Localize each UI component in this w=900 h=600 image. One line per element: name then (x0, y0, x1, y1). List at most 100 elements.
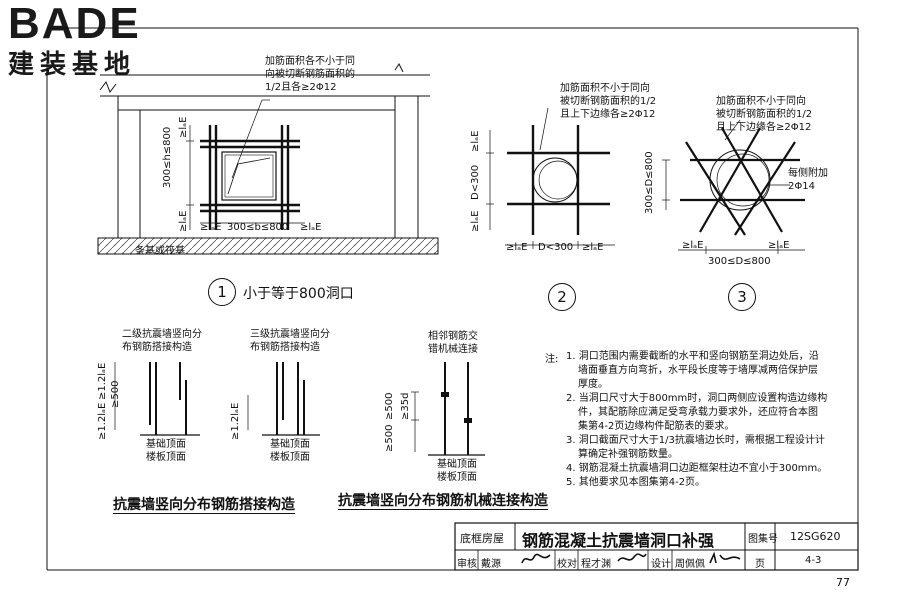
figure2-callout: 加筋面积不小于同向 被切断钢筋面积的1/2 且上下边缘各≥2Φ12 (560, 82, 656, 121)
splice-grade2-drawing (114, 362, 200, 436)
splice-grade3-drawing (247, 362, 320, 436)
signature-icon (617, 553, 647, 562)
figure3-side-note-line: 每侧附加 (788, 168, 828, 179)
mech-title: 相邻钢筋交 错机械连接 (428, 330, 478, 356)
page-label: 页 (755, 559, 765, 570)
notes-block: 1. 洞口范围内需要截断的水平和竖向钢筋至洞边处后，沿 墙面垂直方向弯折，水平段… (566, 350, 851, 490)
note-line: 厚度。 (578, 379, 608, 390)
figure2-lae-bottom: ≥lₐE (470, 210, 481, 232)
signature-icon (521, 553, 551, 564)
note-line: 1. 洞口范围内需要截断的水平和竖向钢筋至洞边处后，沿 (566, 351, 819, 362)
grade3-title-line: 布钢筋搭接构造 (250, 342, 320, 353)
atlas-number: 12SG620 (790, 530, 841, 543)
figure1-dim-h: 300≤h≤800 (162, 126, 173, 188)
figure3-callout-line: 加筋面积不小于同向 (716, 96, 806, 107)
splice-mech-drawing (411, 362, 485, 456)
note-line: 2. 当洞口尺寸大于800mm时，洞口两侧应设置构造边缘构 (566, 393, 828, 404)
note-line: 5. 其他要求见本图集第4-2页。 (566, 477, 706, 488)
figure2-callout-line: 被切断钢筋面积的1/2 (560, 96, 657, 107)
figure1-callout-line: 1/2且各≥2Φ12 (265, 82, 337, 93)
title-block-title: 钢筋混凝土抗震墙洞口补强 (522, 531, 715, 550)
review-label: 审核 (457, 559, 477, 570)
atlas-label: 图集号 (748, 534, 778, 545)
caption-lap-splice: 抗震墙竖向分布钢筋搭接构造 (113, 497, 295, 513)
note-line: 集第4-2页边缘构件配筋表的要求。 (578, 421, 735, 432)
signature-icon (709, 551, 741, 564)
figure3-callout-line: 被切断钢筋面积的1/2 (716, 109, 813, 120)
base-label-line: 楼板顶面 (270, 452, 310, 463)
review-signature (520, 551, 552, 571)
figure2-callout-line: 加筋面积不小于同向 (560, 83, 650, 94)
grade2-title-line: 二级抗震墙竖向分 (122, 329, 202, 340)
figure2-dim-d-horizontal: D<300 (538, 242, 574, 253)
review-name: 戴源 (481, 559, 501, 570)
mech-dim-top: ≥500 (384, 392, 395, 420)
page-number: 77 (836, 576, 850, 589)
grade3-base-label: 基础顶面 楼板顶面 (270, 438, 310, 464)
note-line: 3. 洞口截面尺寸大于1/3抗震墙边长时，需根据工程设计计 (566, 435, 825, 446)
title-block-category: 底框房屋 (460, 532, 504, 545)
figure1-callout-line: 向被切断钢筋面积的 (265, 69, 355, 80)
grade2-base-label: 基础顶面 楼板顶面 (146, 438, 186, 464)
mech-base-label: 基础顶面 楼板顶面 (437, 458, 477, 484)
figure3-side-note-line: 2Φ14 (788, 181, 815, 192)
mech-title-line: 错机械连接 (428, 344, 478, 355)
figure1-lae-top: ≥lₐE (178, 116, 189, 138)
design-name: 周佩佩 (675, 559, 705, 570)
figure2-dim-d-vertical: D<300 (470, 164, 481, 200)
base-label-line: 基础顶面 (146, 439, 186, 450)
design-signature (708, 551, 742, 571)
base-label-line: 基础顶面 (270, 439, 310, 450)
figure3-dim-d-vertical: 300≤D≤800 (644, 151, 655, 214)
figure1-dim-b: 300≤b≤800 (227, 222, 289, 233)
notes-prefix: 注: (545, 354, 559, 365)
base-label-line: 楼板顶面 (146, 452, 186, 463)
figure3-dim-d-horizontal: 300≤D≤800 (708, 256, 771, 267)
note-line: 墙面垂直方向弯折，水平段长度等于墙厚减两倍保护层 (578, 365, 818, 376)
grade2-dim-bottom: ≥1.2lₐE (97, 402, 108, 440)
figure1-caption: 小于等于800洞口 (243, 286, 354, 302)
figure3-lae-right: ≥lₐE (768, 240, 790, 251)
figure1-base-label: 条基或筏基 (135, 246, 185, 257)
figure1-number: 1 (208, 278, 236, 306)
figure3-side-note: 每侧附加 2Φ14 (788, 167, 828, 193)
figure1-lae-bottom: ≥lₐE (178, 210, 189, 232)
figure3-lae-left: ≥lₐE (682, 240, 704, 251)
grade2-title: 二级抗震墙竖向分 布钢筋搭接构造 (122, 328, 202, 354)
design-label: 设计 (651, 559, 671, 570)
figure2-callout-line: 且上下边缘各≥2Φ12 (560, 109, 656, 120)
grade2-dim-top: ≥1.2lₐE (97, 362, 108, 400)
figure2-lae-left: ≥lₐE (506, 242, 528, 253)
note-line: 件，其配筋除应满足受弯承载力要求外，还应符合本图 (578, 407, 818, 418)
figure3-callout-line: 且上下边缘各≥2Φ12 (716, 122, 812, 133)
grade3-title: 三级抗震墙竖向分 布钢筋搭接构造 (250, 328, 330, 354)
figure1-callout: 加筋面积各不小于同 向被切断钢筋面积的 1/2且各≥2Φ12 (265, 55, 355, 94)
figure2-lae-right: ≥lₐE (582, 242, 604, 253)
base-label-line: 基础顶面 (437, 459, 477, 470)
figure1-wall (97, 63, 439, 255)
figure1-lae-left: ≥lₐE (200, 222, 222, 233)
mech-dim-mid: ≥35d (400, 392, 411, 420)
figure2-lae-top: ≥lₐE (470, 130, 481, 152)
mech-title-line: 相邻钢筋交 (428, 331, 478, 342)
note-line: 4. 钢筋混凝土抗震墙洞口边距框架柱边不宜小于300mm。 (566, 463, 828, 474)
figure3-number: 3 (728, 283, 756, 311)
brand-logo: BADE (8, 0, 141, 48)
check-signature (616, 551, 648, 571)
grade2-dim-mid: ≥500 (110, 380, 121, 408)
grade3-dim: ≥1.2lₐE (230, 402, 241, 440)
check-name: 程才渊 (581, 559, 611, 570)
figure3-callout: 加筋面积不小于同向 被切断钢筋面积的1/2 且上下边缘各≥2Φ12 (716, 95, 812, 134)
figure2-drawing (486, 107, 615, 249)
check-label: 校对 (557, 559, 577, 570)
figure2-number: 2 (548, 283, 576, 311)
mech-dim-bottom: ≥500 (384, 424, 395, 452)
page-code: 4-3 (805, 555, 822, 566)
note-line: 算确定补强钢筋数量。 (578, 449, 678, 460)
caption-mech-splice: 抗震墙竖向分布钢筋机械连接构造 (338, 493, 548, 509)
grade2-title-line: 布钢筋搭接构造 (122, 342, 192, 353)
figure3-drawing (662, 119, 805, 254)
base-label-line: 楼板顶面 (437, 472, 477, 483)
grade3-title-line: 三级抗震墙竖向分 (250, 329, 330, 340)
